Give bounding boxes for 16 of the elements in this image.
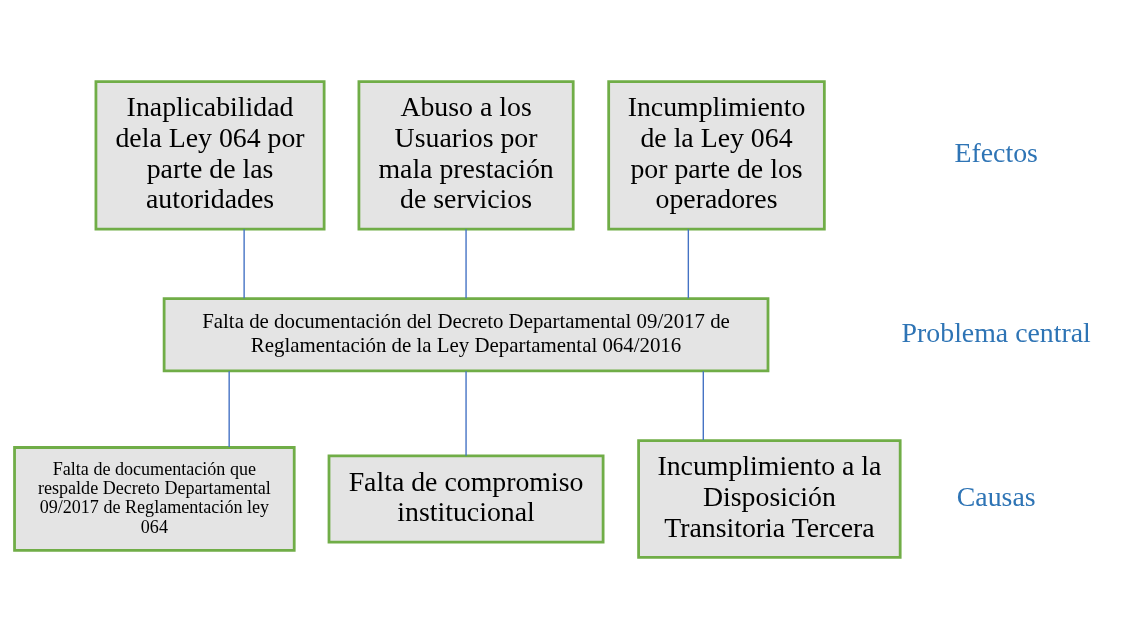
label: Causas: [956, 480, 1036, 512]
connector: [465, 370, 467, 456]
node-box: Falta de compromiso institucional: [327, 453, 605, 543]
connector: [465, 228, 467, 299]
node-box: Inaplicabilidad dela Ley 064 por parte de las autoridades: [94, 79, 326, 230]
label: Problema central: [901, 316, 1091, 348]
node-box: Incumplimiento de la Ley 064 por parte de los operadores: [607, 79, 826, 230]
node-box: Abuso a los Usuarios por mala prestación de servicios: [357, 79, 575, 230]
node-box: Falta de documentación que respalde Decreto Departamental 09/2017 de Reglamentación ley 064: [13, 445, 296, 552]
connector: [243, 228, 245, 299]
connector: [687, 228, 690, 299]
label: Efectos: [954, 136, 1038, 168]
connector: [228, 370, 230, 448]
node-box: Incumplimiento a la Disposición Transitoria Tercera: [637, 438, 902, 559]
node-box: Falta de documentación del Decreto Departamental 09/2017 de Reglamentación de la Ley Departamental 064/2016: [162, 296, 770, 372]
connector: [702, 370, 704, 441]
